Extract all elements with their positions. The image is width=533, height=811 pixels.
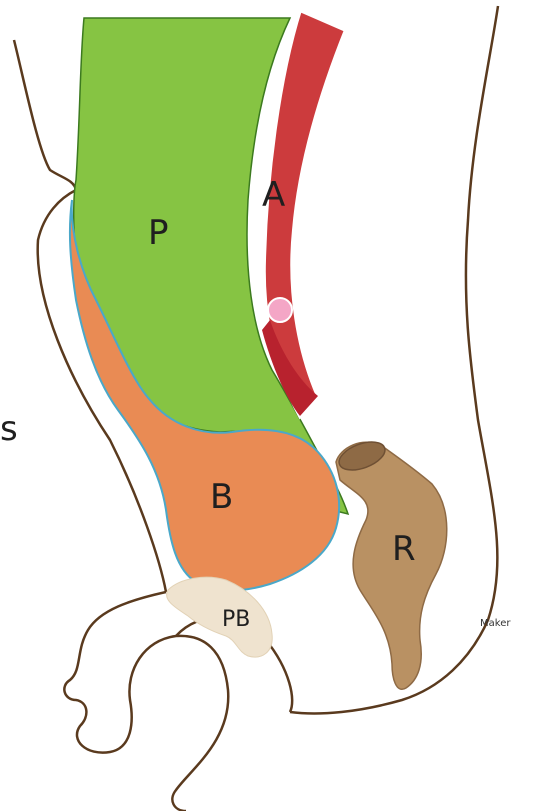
label-b: B xyxy=(210,477,233,517)
label-p: P xyxy=(148,213,169,253)
label-pb: PB xyxy=(222,607,250,632)
region-a-spot xyxy=(268,298,292,322)
label-s: s xyxy=(0,409,18,449)
label-r: R xyxy=(392,529,416,569)
label-a: A xyxy=(262,175,285,215)
region-pb xyxy=(167,577,273,657)
label-maker: Maker xyxy=(480,618,511,629)
